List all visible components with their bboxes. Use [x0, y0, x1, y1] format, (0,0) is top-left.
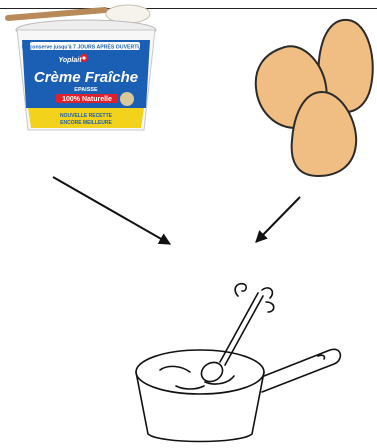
pot-brand: Yoplait — [58, 57, 82, 64]
pot-claim: 100% Naturelle — [62, 96, 112, 103]
arrow-eggs-to-pan — [256, 197, 300, 242]
pot-badge-line2: ENCORE MEILLEURE — [60, 120, 112, 126]
pot-banner-text: Se conserve jusqu'à 7 JOURS APRÈS OUVERT… — [22, 43, 149, 51]
arrow-pot-to-pan — [53, 177, 170, 244]
creme-fraiche-pot: Se conserve jusqu'à 7 JOURS APRÈS OUVERT… — [8, 5, 156, 130]
pot-badge-line1: NOUVELLE RECETTE — [60, 113, 113, 119]
eggs-group — [256, 20, 373, 176]
saucepan-with-spoon-icon — [136, 284, 340, 442]
pot-product-line2: EPAISSE — [74, 87, 98, 93]
pot-product-line1: Crème Fraîche — [34, 69, 138, 86]
